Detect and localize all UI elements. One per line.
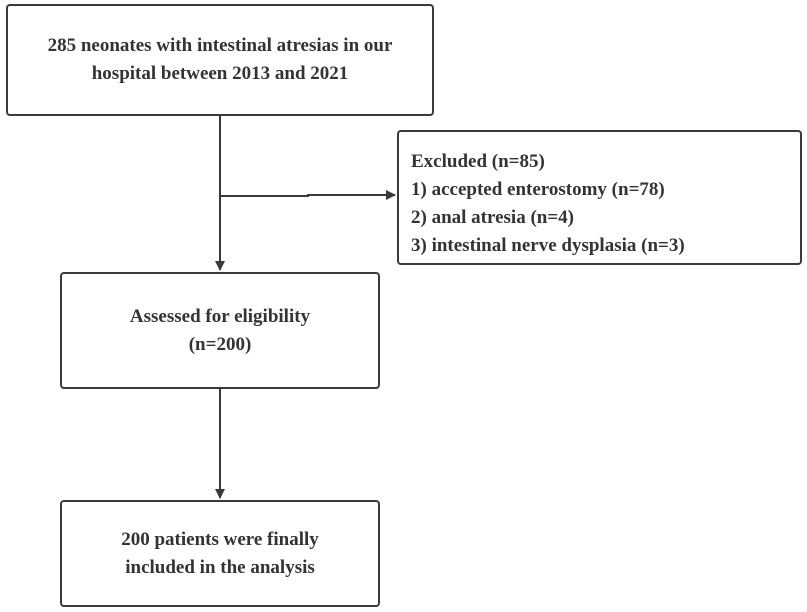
final-analysis-box: 200 patients were finally included in th… [60,500,380,607]
source-line-1: 285 neonates with intestinal atresias in… [47,35,393,56]
source-line-2: hospital between 2013 and 2021 [91,63,349,84]
excluded-reason-1: 1) accepted enterostomy (n=78) [411,179,665,200]
arrow-branch-to-excluded [220,190,396,200]
eligibility-line-2: (n=200) [188,333,252,355]
excluded-reason-2: 2) anal atresia (n=4) [411,207,574,228]
excluded-reason-3: 3) intestinal nerve dysplasia (n=3) [411,235,685,256]
excluded-heading: Excluded (n=85) [411,151,545,172]
source-population-box: 285 neonates with intestinal atresias in… [6,4,434,116]
eligibility-line-1: Assessed for eligibility [129,305,311,327]
eligibility-box: Assessed for eligibility (n=200) [60,272,380,389]
excluded-box: Excluded (n=85) 1) accepted enterostomy … [397,130,802,265]
final-line-1: 200 patients were finally [121,528,319,550]
final-line-2: included in the analysis [125,556,315,578]
